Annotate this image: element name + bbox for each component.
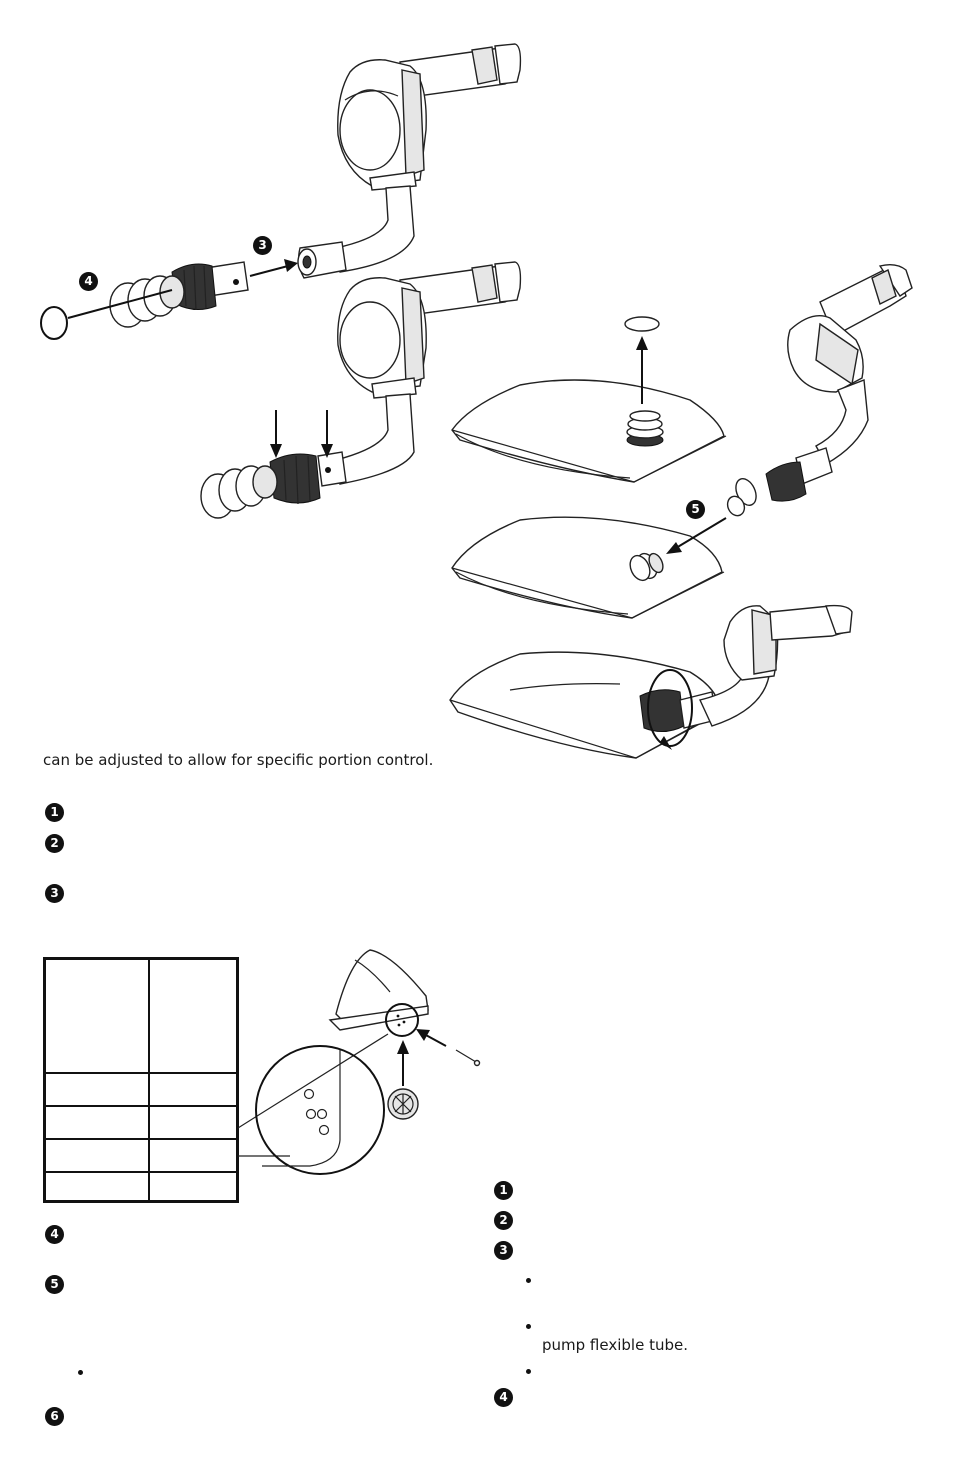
step-3-right: 3 bbox=[494, 1241, 513, 1260]
intro-text: can be adjusted to allow for specific po… bbox=[43, 751, 434, 769]
flex-tube-text: pump flexible tube. bbox=[542, 1336, 688, 1354]
step-4: 4 bbox=[45, 1225, 64, 1244]
pin-icon bbox=[416, 1029, 481, 1067]
list-bullet bbox=[526, 1324, 531, 1329]
nozzle-housing-icon bbox=[328, 949, 429, 1031]
bag-icon bbox=[451, 316, 727, 483]
pump-upper-icon bbox=[297, 43, 522, 279]
step-5: 5 bbox=[45, 1275, 64, 1294]
table-row bbox=[46, 1105, 236, 1107]
arrow-icon bbox=[270, 410, 333, 458]
arrow-icon bbox=[67, 259, 298, 319]
list-bullet bbox=[526, 1369, 531, 1374]
list-bullet bbox=[526, 1278, 531, 1283]
table-row bbox=[46, 1138, 236, 1140]
step-2-right: 2 bbox=[494, 1211, 513, 1230]
list-bullet bbox=[78, 1370, 83, 1375]
step-2: 2 bbox=[45, 834, 64, 853]
o-ring-icon bbox=[40, 306, 68, 340]
magnifier-icon bbox=[237, 1033, 389, 1175]
pump-middle-icon bbox=[200, 261, 522, 519]
step-4-right: 4 bbox=[494, 1388, 513, 1407]
portion-table bbox=[43, 957, 239, 1203]
step-6: 6 bbox=[45, 1407, 64, 1426]
table-divider bbox=[148, 960, 150, 1200]
callout-5: 5 bbox=[686, 500, 705, 519]
step-3: 3 bbox=[45, 884, 64, 903]
step-1-right: 1 bbox=[494, 1181, 513, 1200]
table-row bbox=[46, 1171, 236, 1173]
bag-icon bbox=[449, 604, 853, 759]
step-1: 1 bbox=[45, 803, 64, 822]
nozzle-insert-icon bbox=[387, 1040, 419, 1120]
callout-4: 4 bbox=[79, 272, 98, 291]
bag-icon bbox=[451, 516, 727, 619]
table-row bbox=[46, 1072, 236, 1074]
pump-assembly-illustration bbox=[40, 43, 913, 759]
callout-3: 3 bbox=[253, 236, 272, 255]
nozzle-exploded-icon bbox=[109, 261, 249, 328]
pump-right-icon bbox=[726, 263, 913, 517]
